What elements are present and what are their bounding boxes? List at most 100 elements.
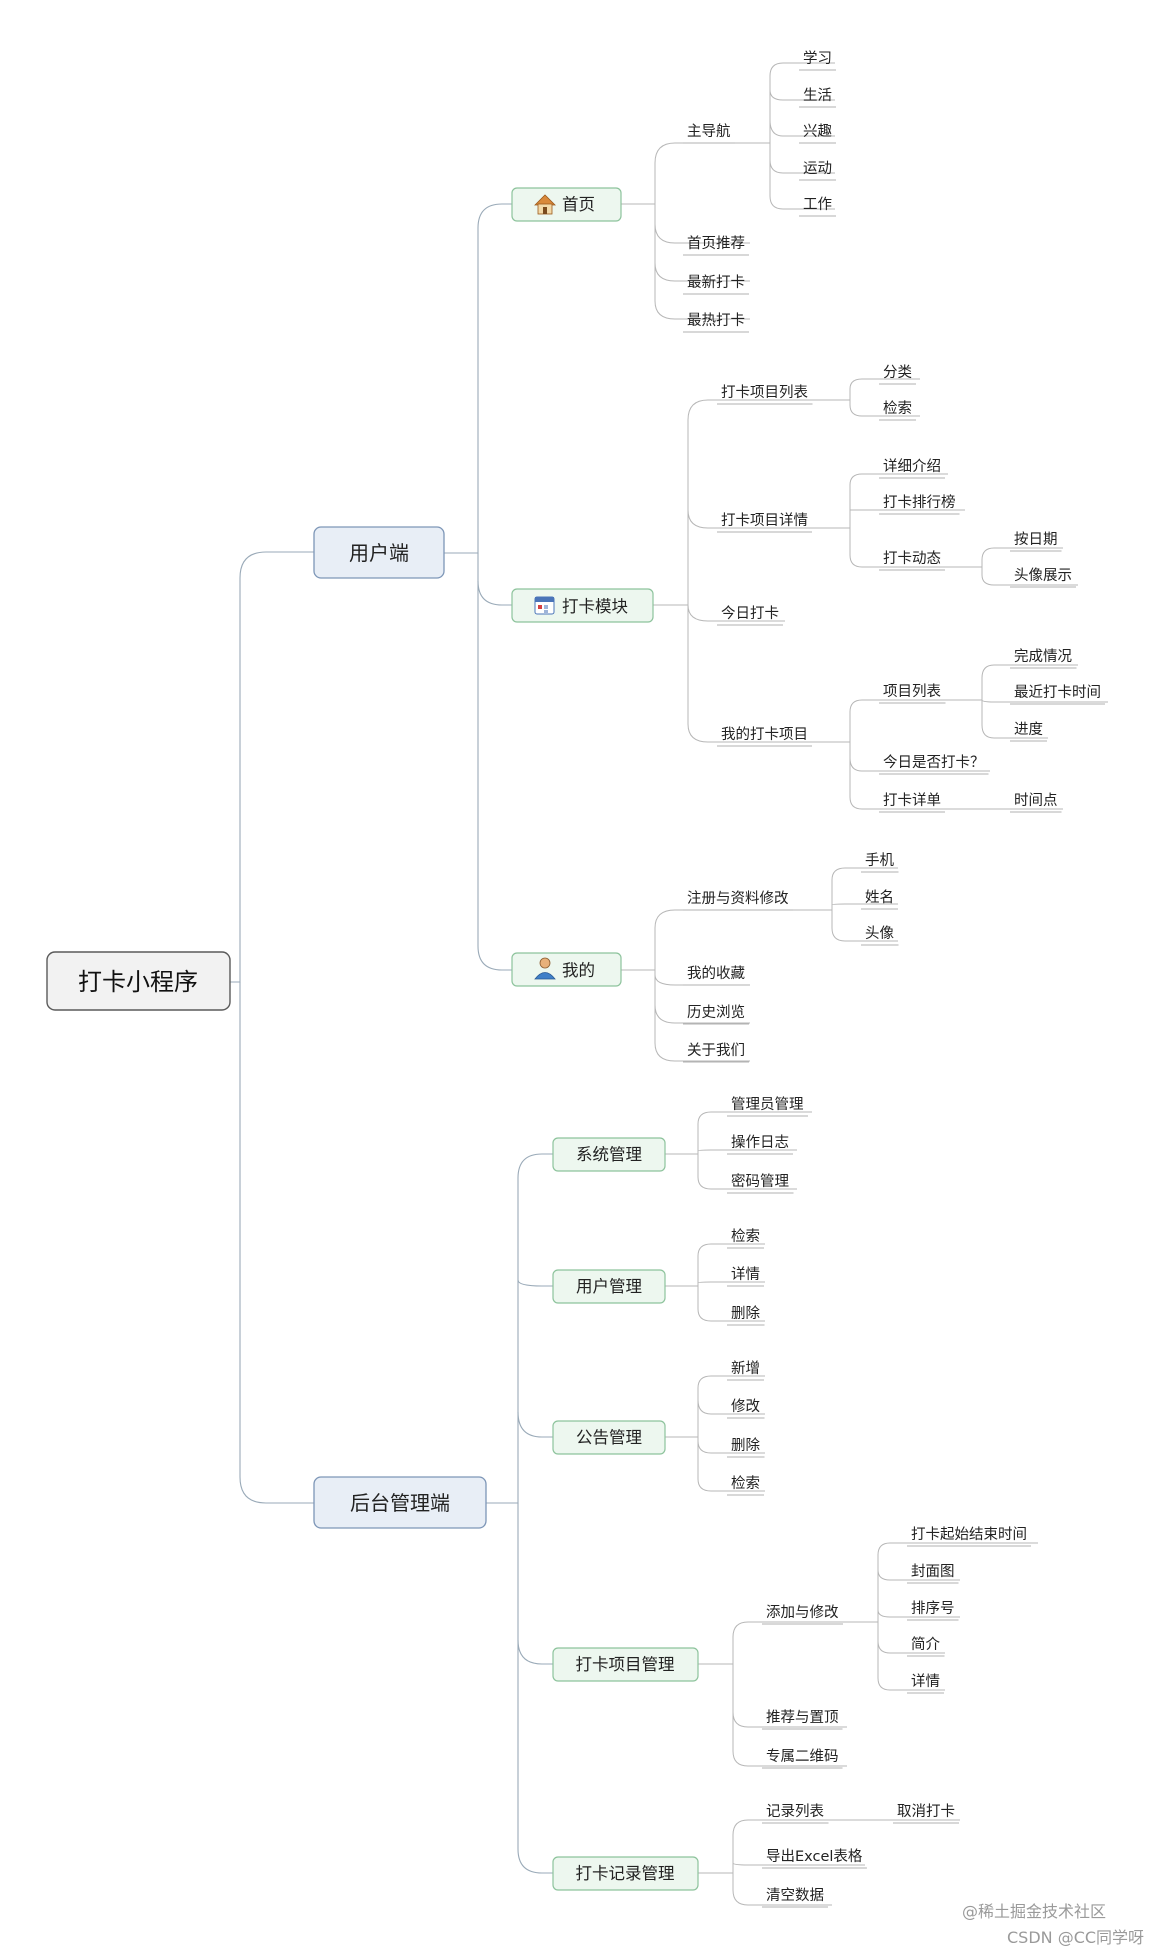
nav-item-study: 学习 bbox=[803, 50, 832, 67]
system-label: 系统管理 bbox=[576, 1145, 642, 1164]
node-project-mgmt[interactable]: 打卡项目管理 bbox=[552, 1647, 699, 1682]
connector-user-mine bbox=[477, 581, 512, 971]
dynamics-item-by-date: 按日期 bbox=[1014, 531, 1058, 548]
node-admin-end[interactable]: 后台管理端 bbox=[313, 1476, 487, 1529]
record-mgmt-subtree: 记录列表 取消打卡 导出Excel表格 清空数据 bbox=[698, 1803, 960, 1908]
notice-item-search: 检索 bbox=[731, 1475, 760, 1492]
record-item-export: 导出Excel表格 bbox=[766, 1848, 863, 1865]
list-item-last-time: 最近打卡时间 bbox=[1014, 684, 1101, 701]
node-user-end[interactable]: 用户端 bbox=[313, 526, 445, 579]
project-list-label: 打卡项目列表 bbox=[721, 384, 808, 401]
mine-item-about: 关于我们 bbox=[687, 1042, 745, 1059]
node-root[interactable]: 打卡小程序 bbox=[46, 951, 231, 1011]
nav-item-life: 生活 bbox=[803, 87, 832, 104]
notice-label: 公告管理 bbox=[576, 1428, 642, 1447]
node-mine[interactable]: 我的 bbox=[511, 952, 622, 987]
main-nav-label: 主导航 bbox=[687, 123, 731, 140]
notice-item-edit: 修改 bbox=[731, 1398, 760, 1415]
my-list-label: 项目列表 bbox=[883, 683, 941, 700]
notice-subtree: 新增 修改 删除 检索 bbox=[665, 1360, 765, 1496]
node-home[interactable]: 首页 bbox=[511, 187, 622, 222]
checkin-module-label: 打卡模块 bbox=[562, 597, 628, 616]
calendar-icon bbox=[534, 596, 555, 615]
connector-user-module bbox=[477, 553, 512, 606]
edit-item-time: 打卡起始结束时间 bbox=[911, 1526, 1027, 1543]
connector-admin-system bbox=[486, 1153, 553, 1504]
user-end-label: 用户端 bbox=[349, 541, 409, 565]
node-checkin-module[interactable]: 打卡模块 bbox=[511, 588, 654, 623]
today-done-label: 今日是否打卡？ bbox=[883, 754, 985, 771]
mine-item-favorites: 我的收藏 bbox=[687, 965, 745, 982]
home-item-hottest: 最热打卡 bbox=[687, 312, 745, 329]
my-projects-label: 我的打卡项目 bbox=[721, 726, 808, 743]
connector-admin-record bbox=[517, 1640, 553, 1874]
mine-item-history: 历史浏览 bbox=[687, 1004, 745, 1021]
register-label: 注册与资料修改 bbox=[687, 890, 789, 907]
home-item-latest: 最新打卡 bbox=[687, 274, 745, 291]
connector-admin-notice bbox=[517, 1411, 553, 1438]
system-item-password: 密码管理 bbox=[731, 1173, 789, 1190]
record-item-cancel: 取消打卡 bbox=[897, 1803, 955, 1820]
today-checkin-label: 今日打卡 bbox=[721, 605, 779, 622]
users-item-delete: 删除 bbox=[731, 1305, 760, 1322]
home-item-recommend: 首页推荐 bbox=[687, 235, 745, 252]
register-item-avatar: 头像 bbox=[865, 925, 894, 942]
checkin-module-subtree: 打卡项目列表 打卡项目详情 今日打卡 我的打卡项目 分类 检索 详细介绍 打卡排… bbox=[653, 364, 1108, 813]
register-item-phone: 手机 bbox=[865, 852, 894, 869]
users-label: 用户管理 bbox=[576, 1277, 642, 1296]
detail-item-ranking: 打卡排行榜 bbox=[883, 494, 956, 511]
record-list-label: 记录列表 bbox=[766, 1803, 824, 1820]
list-item-category: 分类 bbox=[883, 364, 912, 381]
project-item-recommend: 推荐与置顶 bbox=[766, 1709, 839, 1726]
watermark-csdn: CSDN @CC同学呀 bbox=[1007, 1928, 1144, 1947]
nav-item-work: 工作 bbox=[803, 196, 832, 213]
mine-label: 我的 bbox=[562, 961, 595, 980]
list-item-completion: 完成情况 bbox=[1014, 648, 1072, 665]
watermark-juejin: @稀土掘金技术社区 bbox=[962, 1902, 1106, 1921]
system-subtree: 管理员管理 操作日志 密码管理 bbox=[665, 1096, 812, 1194]
list-item-search: 检索 bbox=[883, 400, 912, 417]
home-subtree: 主导航 首页推荐 最新打卡 最热打卡 学习 生活 兴趣 运动 工作 bbox=[621, 50, 836, 333]
edit-item-order: 排序号 bbox=[911, 1600, 955, 1617]
dynamics-label: 打卡动态 bbox=[883, 550, 941, 567]
project-detail-label: 打卡项目详情 bbox=[721, 512, 808, 529]
edit-item-detail: 详情 bbox=[911, 1673, 940, 1690]
person-icon bbox=[534, 957, 556, 980]
home-label: 首页 bbox=[562, 195, 595, 214]
record-item-clear: 清空数据 bbox=[766, 1887, 824, 1904]
connector-admin-users bbox=[517, 1279, 553, 1287]
connector-root-admin bbox=[239, 982, 314, 1504]
detail-item-intro: 详细介绍 bbox=[883, 458, 941, 475]
system-item-admins: 管理员管理 bbox=[731, 1096, 804, 1113]
mine-subtree: 注册与资料修改 我的收藏 历史浏览 关于我们 手机 姓名 头像 bbox=[621, 852, 899, 1063]
edit-item-cover: 封面图 bbox=[911, 1563, 955, 1580]
project-mgmt-subtree: 添加与修改 推荐与置顶 专属二维码 打卡起始结束时间 封面图 排序号 简介 详情 bbox=[698, 1526, 1038, 1769]
notice-item-delete: 删除 bbox=[731, 1437, 760, 1454]
notice-item-add: 新增 bbox=[731, 1360, 760, 1377]
nav-item-interest: 兴趣 bbox=[803, 123, 832, 140]
connector-user-home bbox=[444, 203, 512, 554]
list-item-progress: 进度 bbox=[1014, 721, 1043, 738]
house-icon bbox=[534, 194, 556, 215]
system-item-logs: 操作日志 bbox=[731, 1134, 789, 1151]
dynamics-item-avatar: 头像展示 bbox=[1014, 567, 1072, 584]
admin-end-label: 后台管理端 bbox=[350, 1491, 450, 1515]
node-record-mgmt[interactable]: 打卡记录管理 bbox=[552, 1856, 699, 1891]
connector-root-user bbox=[230, 551, 314, 983]
edit-label: 添加与修改 bbox=[766, 1604, 839, 1621]
detail-list-label: 打卡详单 bbox=[883, 792, 941, 809]
detail-item-timepoint: 时间点 bbox=[1014, 792, 1058, 809]
project-mgmt-label: 打卡项目管理 bbox=[576, 1655, 675, 1674]
register-item-name: 姓名 bbox=[865, 889, 894, 906]
node-users[interactable]: 用户管理 bbox=[552, 1269, 666, 1304]
nav-item-sport: 运动 bbox=[803, 160, 832, 177]
record-mgmt-label: 打卡记录管理 bbox=[576, 1864, 675, 1883]
root-label: 打卡小程序 bbox=[78, 968, 198, 996]
node-system[interactable]: 系统管理 bbox=[552, 1137, 666, 1172]
users-item-detail: 详情 bbox=[731, 1266, 760, 1283]
project-item-qrcode: 专属二维码 bbox=[766, 1748, 839, 1765]
users-subtree: 检索 详情 删除 bbox=[665, 1228, 765, 1326]
node-notice[interactable]: 公告管理 bbox=[552, 1420, 666, 1455]
connector-admin-project bbox=[517, 1503, 553, 1665]
